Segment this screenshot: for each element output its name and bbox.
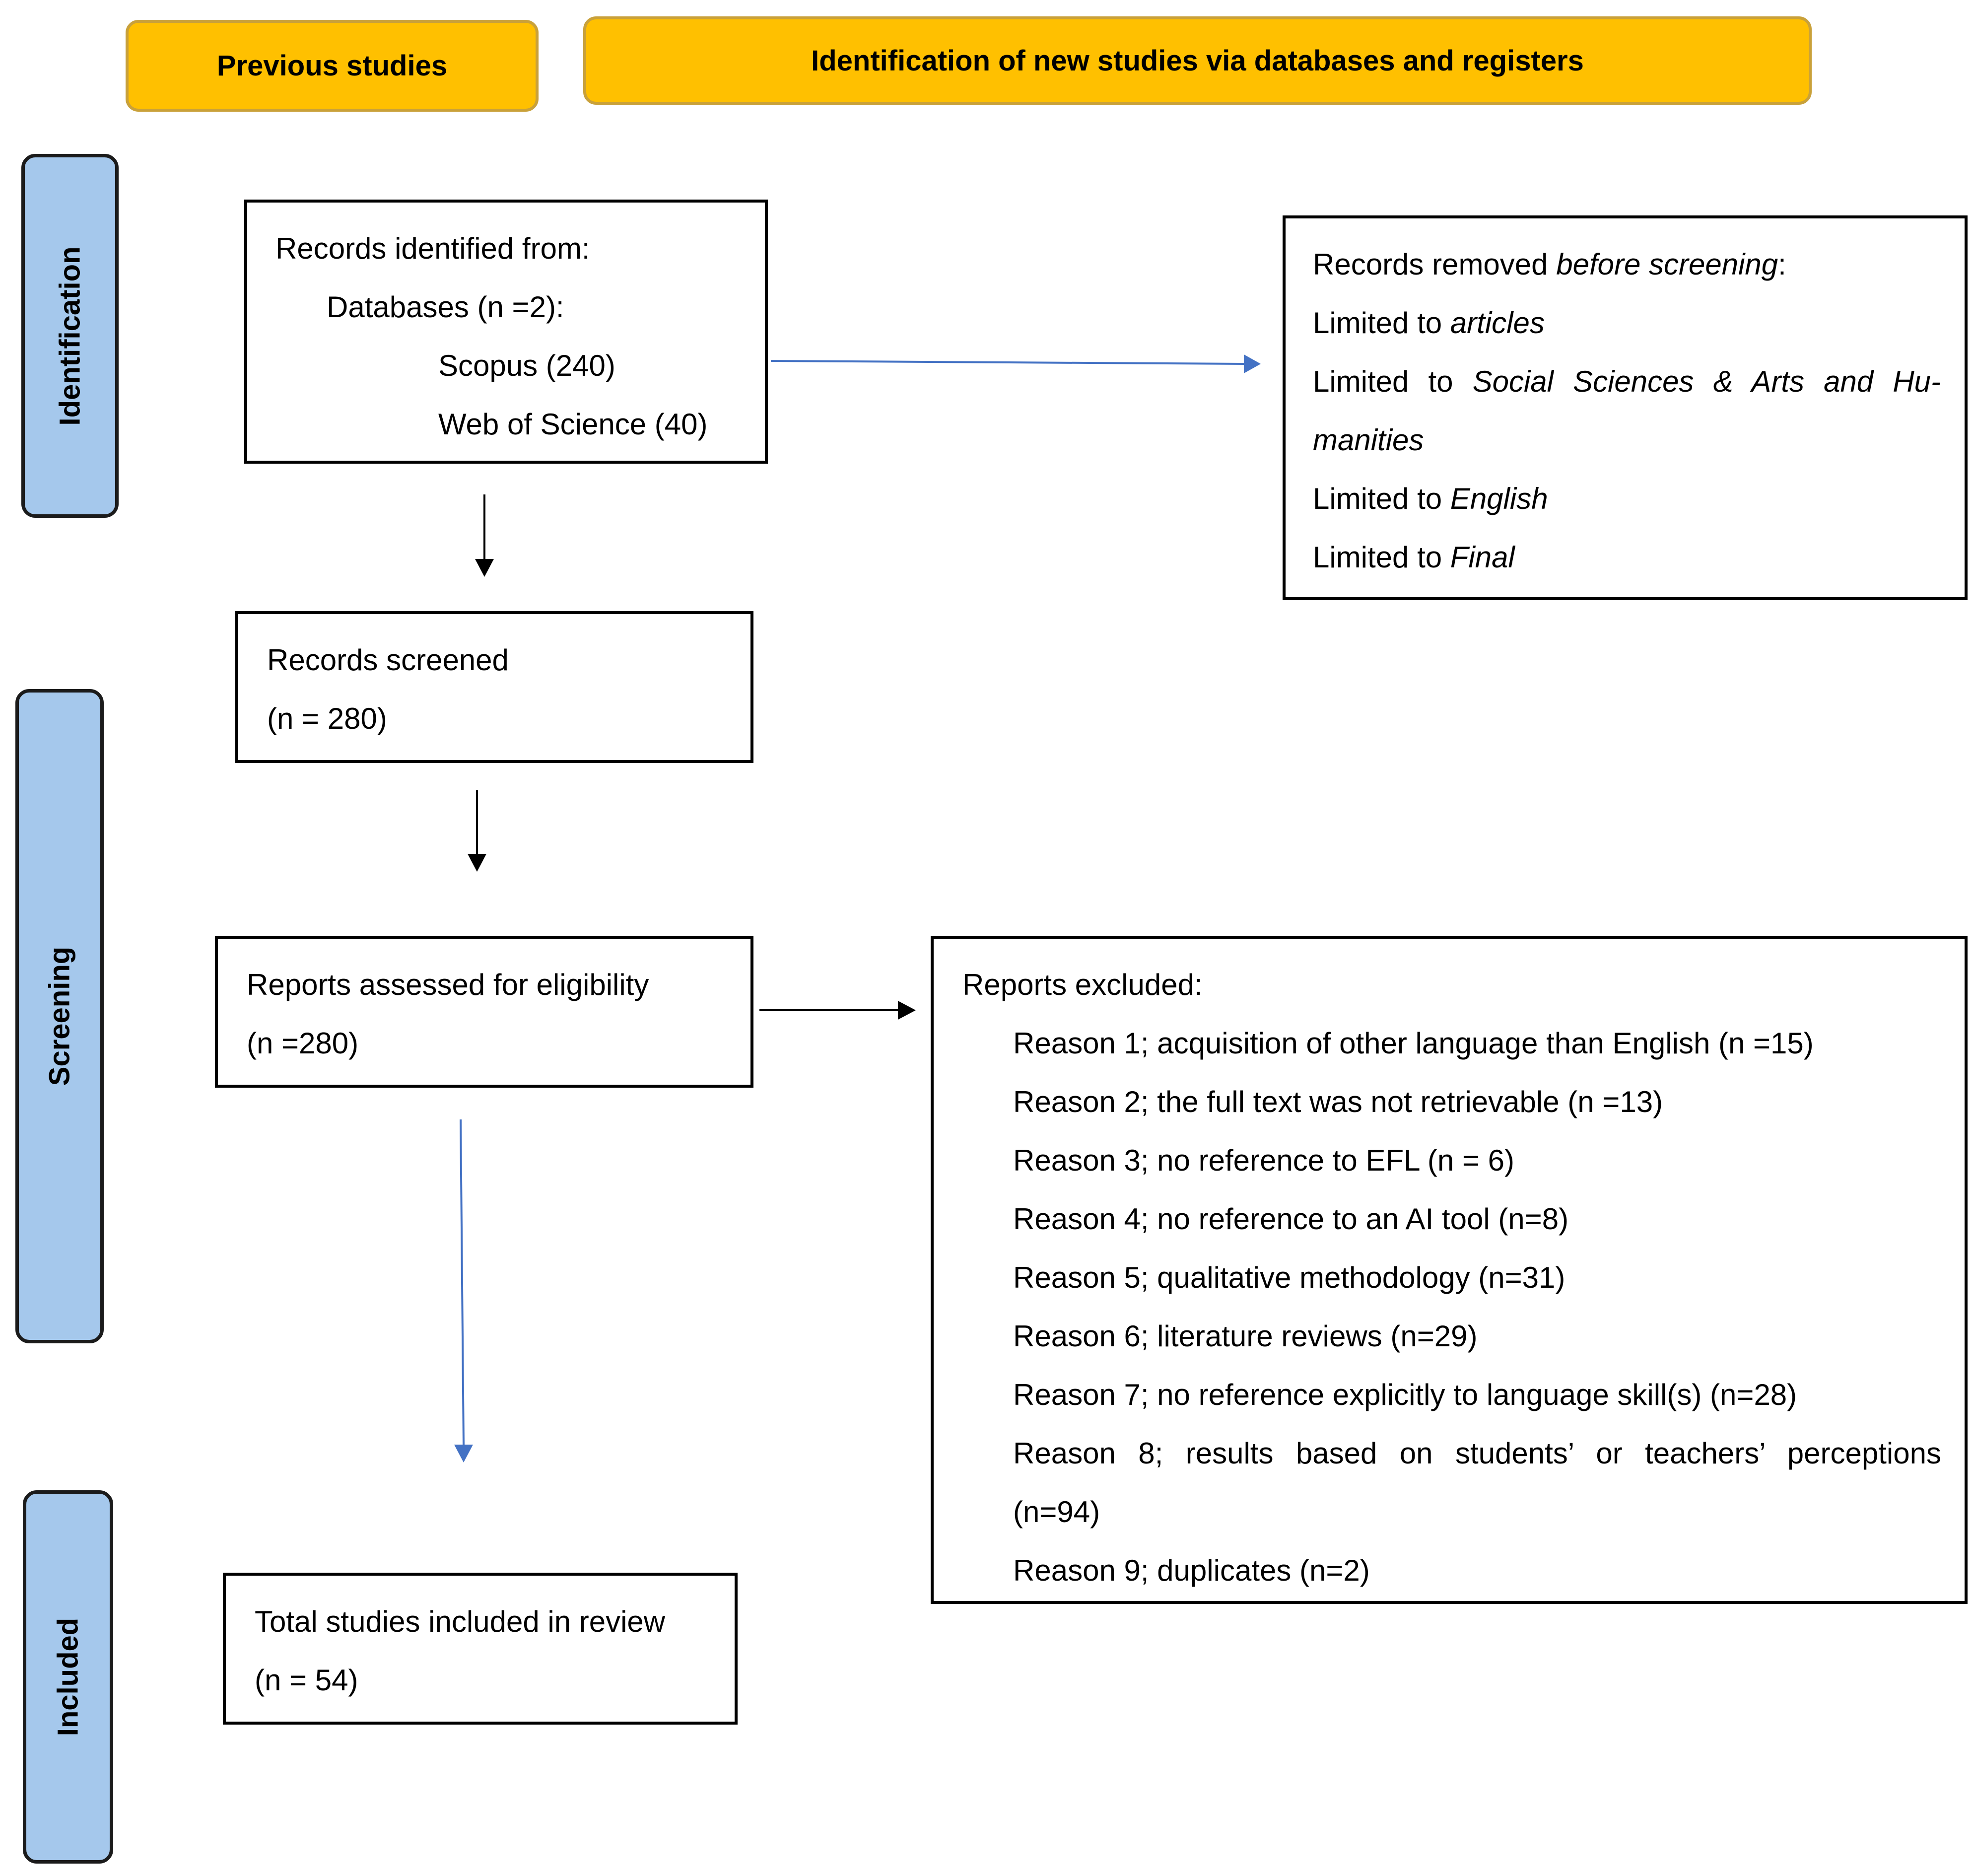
records-identified-wos: Web of Science (40): [438, 408, 708, 441]
reports-excluded-reason-9: Reason 9; duplicates (n=2): [1013, 1554, 1370, 1587]
records-removed-item-final: Limited to Final: [1313, 541, 1515, 574]
phase-included: Included: [23, 1490, 113, 1864]
records-identified-scopus: Scopus (240): [438, 349, 615, 382]
header-previous-studies: Previous studies: [126, 20, 539, 112]
records-identified-title: Records identified from:: [275, 232, 590, 265]
arrow-identified-to-removed: [770, 354, 1261, 373]
reports-excluded-reason-3: Reason 3; no reference to EFL (n = 6): [1013, 1144, 1515, 1177]
records-removed-item-english: Limited to English: [1313, 482, 1548, 515]
reports-assessed-box: Reports assessed for eligibility (n =280…: [215, 936, 753, 1088]
reports-excluded-reason-1: Reason 1; acquisition of other language …: [1013, 1027, 1814, 1060]
reports-excluded-reason-8-cont: (n=94): [1013, 1495, 1100, 1529]
records-removed-item-subjects: Limited to Social Sciences & Arts and Hu…: [1313, 365, 1941, 398]
total-included-title: Total studies included in review: [255, 1605, 666, 1638]
reports-assessed-title: Reports assessed for eligibility: [247, 968, 649, 1001]
total-included-count: (n = 54): [255, 1664, 358, 1697]
arrow-identified-to-screened: [475, 494, 494, 577]
reports-excluded-box: Reports excluded: Reason 1; acquisition …: [931, 936, 1968, 1604]
reports-excluded-reason-7: Reason 7; no reference explicitly to lan…: [1013, 1378, 1797, 1411]
phase-screening: Screening: [15, 689, 104, 1343]
arrow-assessed-to-included: [454, 1119, 473, 1462]
header-identification-new-studies: Identification of new studies via databa…: [583, 16, 1812, 105]
records-identified-databases: Databases (n =2):: [327, 290, 564, 324]
records-removed-item-articles: Limited to articles: [1313, 306, 1545, 340]
header-previous-studies-label: Previous studies: [216, 50, 448, 82]
reports-excluded-reason-2: Reason 2; the full text was not retrieva…: [1013, 1085, 1663, 1118]
total-included-box: Total studies included in review (n = 54…: [223, 1573, 738, 1725]
reports-excluded-reason-8: Reason 8; results based on students’ or …: [1013, 1437, 1941, 1470]
reports-assessed-count: (n =280): [247, 1027, 359, 1060]
records-removed-item-subjects-cont: manities: [1313, 423, 1424, 457]
records-removed-title: Records removed before screening:: [1313, 248, 1786, 281]
records-screened-count: (n = 280): [267, 702, 387, 735]
records-screened-title: Records screened: [267, 643, 509, 677]
records-screened-box: Records screened (n = 280): [235, 611, 753, 763]
arrow-assessed-to-excluded: [759, 1001, 916, 1020]
arrow-screened-to-assessed: [468, 790, 486, 872]
header-identification-new-studies-label: Identification of new studies via databa…: [811, 44, 1584, 77]
reports-excluded-title: Reports excluded:: [962, 968, 1203, 1001]
reports-excluded-reason-4: Reason 4; no reference to an AI tool (n=…: [1013, 1202, 1569, 1236]
reports-excluded-reason-5: Reason 5; qualitative methodology (n=31): [1013, 1261, 1566, 1294]
records-removed-box: Records removed before screening: Limite…: [1283, 215, 1968, 600]
records-identified-box: Records identified from: Databases (n =2…: [244, 200, 768, 464]
reports-excluded-reason-6: Reason 6; literature reviews (n=29): [1013, 1320, 1478, 1353]
phase-identification: Identification: [21, 154, 119, 518]
